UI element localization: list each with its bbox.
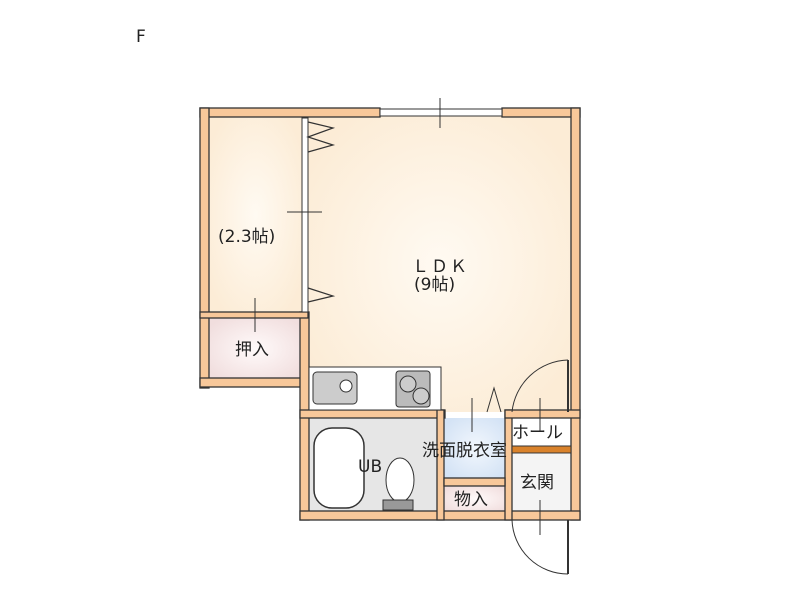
storage-floor: [444, 486, 508, 512]
closet-label: 押入: [235, 340, 269, 360]
washroom-label: 洗面脱衣室: [422, 441, 507, 461]
storage-label: 物入: [454, 490, 488, 510]
window: [379, 108, 503, 117]
door-swing-entrance: [511, 519, 569, 575]
bathtub: [313, 427, 415, 511]
sliding-partition: [301, 117, 309, 313]
orientation-mark: F: [136, 27, 146, 47]
ldk-label: ＬＤＫ: [412, 257, 469, 277]
ldk-floor: [308, 116, 572, 412]
hall-floor: [512, 418, 570, 448]
ldk-size-label: (9帖): [414, 275, 456, 295]
western-room-floor: [208, 116, 303, 314]
hall-label: ホール: [512, 423, 563, 443]
walls: [199, 107, 581, 521]
washroom-floor: [444, 418, 508, 478]
unit-bath-label: UB: [358, 457, 383, 477]
door-swing-hall: [511, 359, 569, 413]
entrance-floor: [512, 454, 570, 512]
entrance-label: 玄関: [520, 473, 554, 493]
western-room-label: (2.3帖): [218, 227, 276, 247]
kitchen-counter: [308, 366, 442, 411]
